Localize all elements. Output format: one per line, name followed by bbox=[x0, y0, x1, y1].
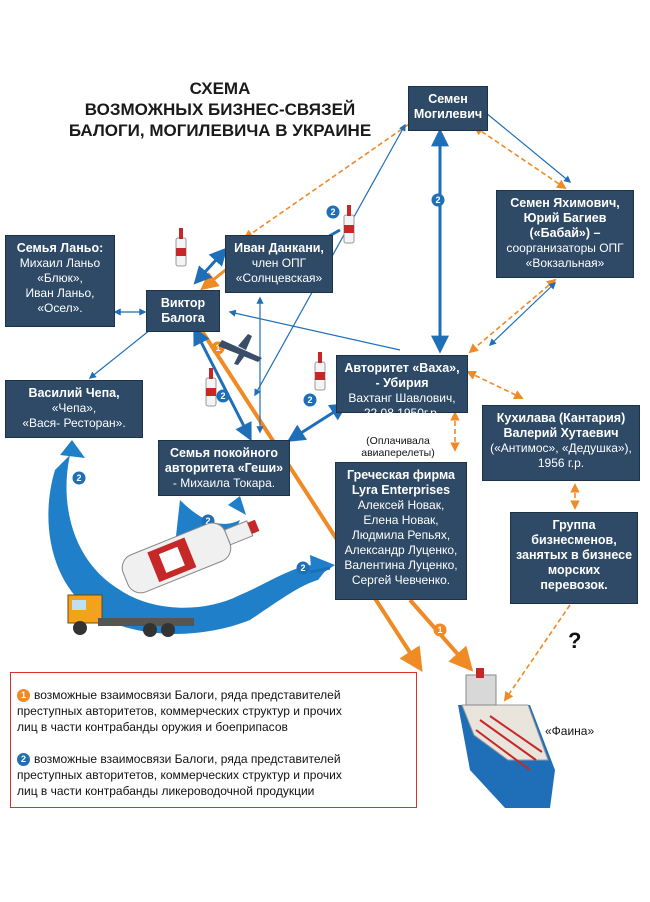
node-line: Елена Новак, bbox=[363, 513, 439, 527]
node-line: «Чепа», bbox=[51, 401, 97, 415]
legend-badge-2: 2 bbox=[17, 753, 30, 767]
node-line: «Блюк», bbox=[37, 271, 83, 285]
node-kukhilava: Кухилава (Кантария) Валерий Хутаевич («А… bbox=[482, 405, 640, 481]
cargo-ship-icon bbox=[458, 668, 555, 808]
node-title: Семен Могилевич bbox=[413, 92, 483, 121]
legend-box: 1 возможные взаимосвязи Балоги, ряда пред… bbox=[10, 672, 417, 808]
node-title: Греческая фирма Lyra Enterprises bbox=[347, 468, 455, 497]
node-baloga: Виктор Балога bbox=[146, 290, 220, 332]
badge-2: 2 bbox=[300, 563, 305, 573]
legend-badge-1: 1 bbox=[17, 689, 30, 703]
node-line: Валентина Луценко, bbox=[344, 558, 458, 572]
tanker-truck-icon bbox=[67, 519, 260, 637]
legend-text: возможные взаимосвязи Балоги, ряда предс… bbox=[34, 688, 341, 702]
node-title: Семен Яхимович, Юрий Багиев («Бабай») – bbox=[510, 196, 620, 240]
node-line: Вахтанг Шавлович, bbox=[348, 391, 456, 405]
badge-2: 2 bbox=[435, 195, 440, 205]
title-line-1: СХЕМА bbox=[189, 79, 251, 98]
badge-1: 1 bbox=[215, 343, 220, 353]
node-line: 1956 г.р. bbox=[537, 456, 585, 470]
node-line: Александр Луценко, bbox=[344, 543, 458, 557]
node-title: Кухилава (Кантария) Валерий Хутаевич bbox=[496, 411, 626, 440]
node-shipping-group: Группа бизнесменов, занятых в бизнесе мо… bbox=[510, 512, 638, 604]
legend-item-liquor: 2 возможные взаимосвязи Балоги, ряда пред… bbox=[17, 751, 342, 799]
node-title: Виктор Балога bbox=[160, 296, 206, 325]
node-geshi: Семья покойного авторитета «Геши» - Миха… bbox=[158, 440, 290, 496]
ship-name-label: «Фаина» bbox=[545, 724, 595, 738]
badge-1: 1 bbox=[437, 625, 442, 635]
badge-2: 2 bbox=[76, 473, 81, 483]
node-line: Иван Ланьо, bbox=[25, 286, 95, 300]
node-title: Иван Данкани, bbox=[234, 241, 324, 255]
node-lyra: Греческая фирма Lyra Enterprises Алексей… bbox=[335, 462, 467, 600]
question-mark: ? bbox=[568, 628, 582, 653]
node-line: «Вася- Ресторан». bbox=[22, 416, 126, 430]
node-line: Алексей Новак, bbox=[357, 498, 445, 512]
node-line: 22.08.1950г.р. bbox=[363, 406, 441, 420]
node-title: Василий Чепа, bbox=[28, 386, 120, 400]
legend-text: преступных авторитетов, коммерческих стр… bbox=[17, 704, 342, 718]
vodka-bottle-icon bbox=[175, 205, 355, 407]
node-line: - Михаила Токара. bbox=[172, 476, 276, 490]
title-line-2: ВОЗМОЖНЫХ БИЗНЕС-СВЯЗЕЙ bbox=[84, 100, 356, 119]
node-title: Авторитет «Ваха», - Убирия bbox=[344, 361, 460, 390]
node-mogilevich: Семен Могилевич bbox=[408, 86, 488, 131]
node-line: «Вокзальная» bbox=[525, 256, 605, 270]
node-danka: Иван Данкани, член ОПГ «Солнцевская» bbox=[225, 235, 333, 293]
node-title: Семья покойного авторитета «Геши» bbox=[164, 446, 284, 475]
node-line: Михаил Ланьо bbox=[19, 256, 101, 270]
node-lanyo: Семья Ланьо: Михаил Ланьо «Блюк», Иван Л… bbox=[5, 235, 115, 327]
page-title: СХЕМА ВОЗМОЖНЫХ БИЗНЕС-СВЯЗЕЙ БАЛОГИ, МО… bbox=[60, 78, 380, 141]
node-line: «Осел». bbox=[37, 301, 83, 315]
node-line: Сергей Чевченко. bbox=[351, 573, 451, 587]
node-title: Группа бизнесменов, занятых в бизнесе мо… bbox=[515, 518, 633, 592]
node-title: Семья Ланьо: bbox=[16, 241, 104, 255]
airplane-icon bbox=[218, 334, 262, 365]
badges: 1 1 2 2 2 2 2 2 2 bbox=[72, 193, 447, 637]
node-line: член ОПГ bbox=[251, 256, 307, 270]
node-line: «Солнцевская» bbox=[235, 271, 323, 285]
paid-flights-note: (Оплачивала авиаперелеты) bbox=[361, 435, 435, 459]
badge-2: 2 bbox=[220, 391, 225, 401]
title-line-3: БАЛОГИ, МОГИЛЕВИЧА В УКРАИНЕ bbox=[68, 121, 372, 140]
legend-text: преступных авторитетов, коммерческих стр… bbox=[17, 768, 342, 782]
node-yakhimovich: Семен Яхимович, Юрий Багиев («Бабай») – … bbox=[496, 190, 634, 278]
node-vakha: Авторитет «Ваха», - Убирия Вахтанг Шавло… bbox=[336, 355, 468, 420]
legend-item-arms: 1 возможные взаимосвязи Балоги, ряда пред… bbox=[17, 687, 342, 735]
badge-2: 2 bbox=[330, 207, 335, 217]
legend-text: возможные взаимосвязи Балоги, ряда предс… bbox=[34, 752, 341, 766]
node-line: Людмила Репьях, bbox=[351, 528, 451, 542]
node-line: соорганизаторы ОПГ bbox=[506, 241, 624, 255]
node-chepa: Василий Чепа, «Чепа», «Вася- Ресторан». bbox=[5, 380, 143, 438]
node-line: («Антимос», «Дедушка»), bbox=[490, 441, 632, 455]
badge-2: 2 bbox=[205, 516, 210, 526]
legend-text: лиц в части контрабанды ликероводочной п… bbox=[17, 784, 315, 798]
legend-text: лиц в части контрабанды оружия и боеприп… bbox=[17, 720, 288, 734]
badge-2: 2 bbox=[307, 395, 312, 405]
